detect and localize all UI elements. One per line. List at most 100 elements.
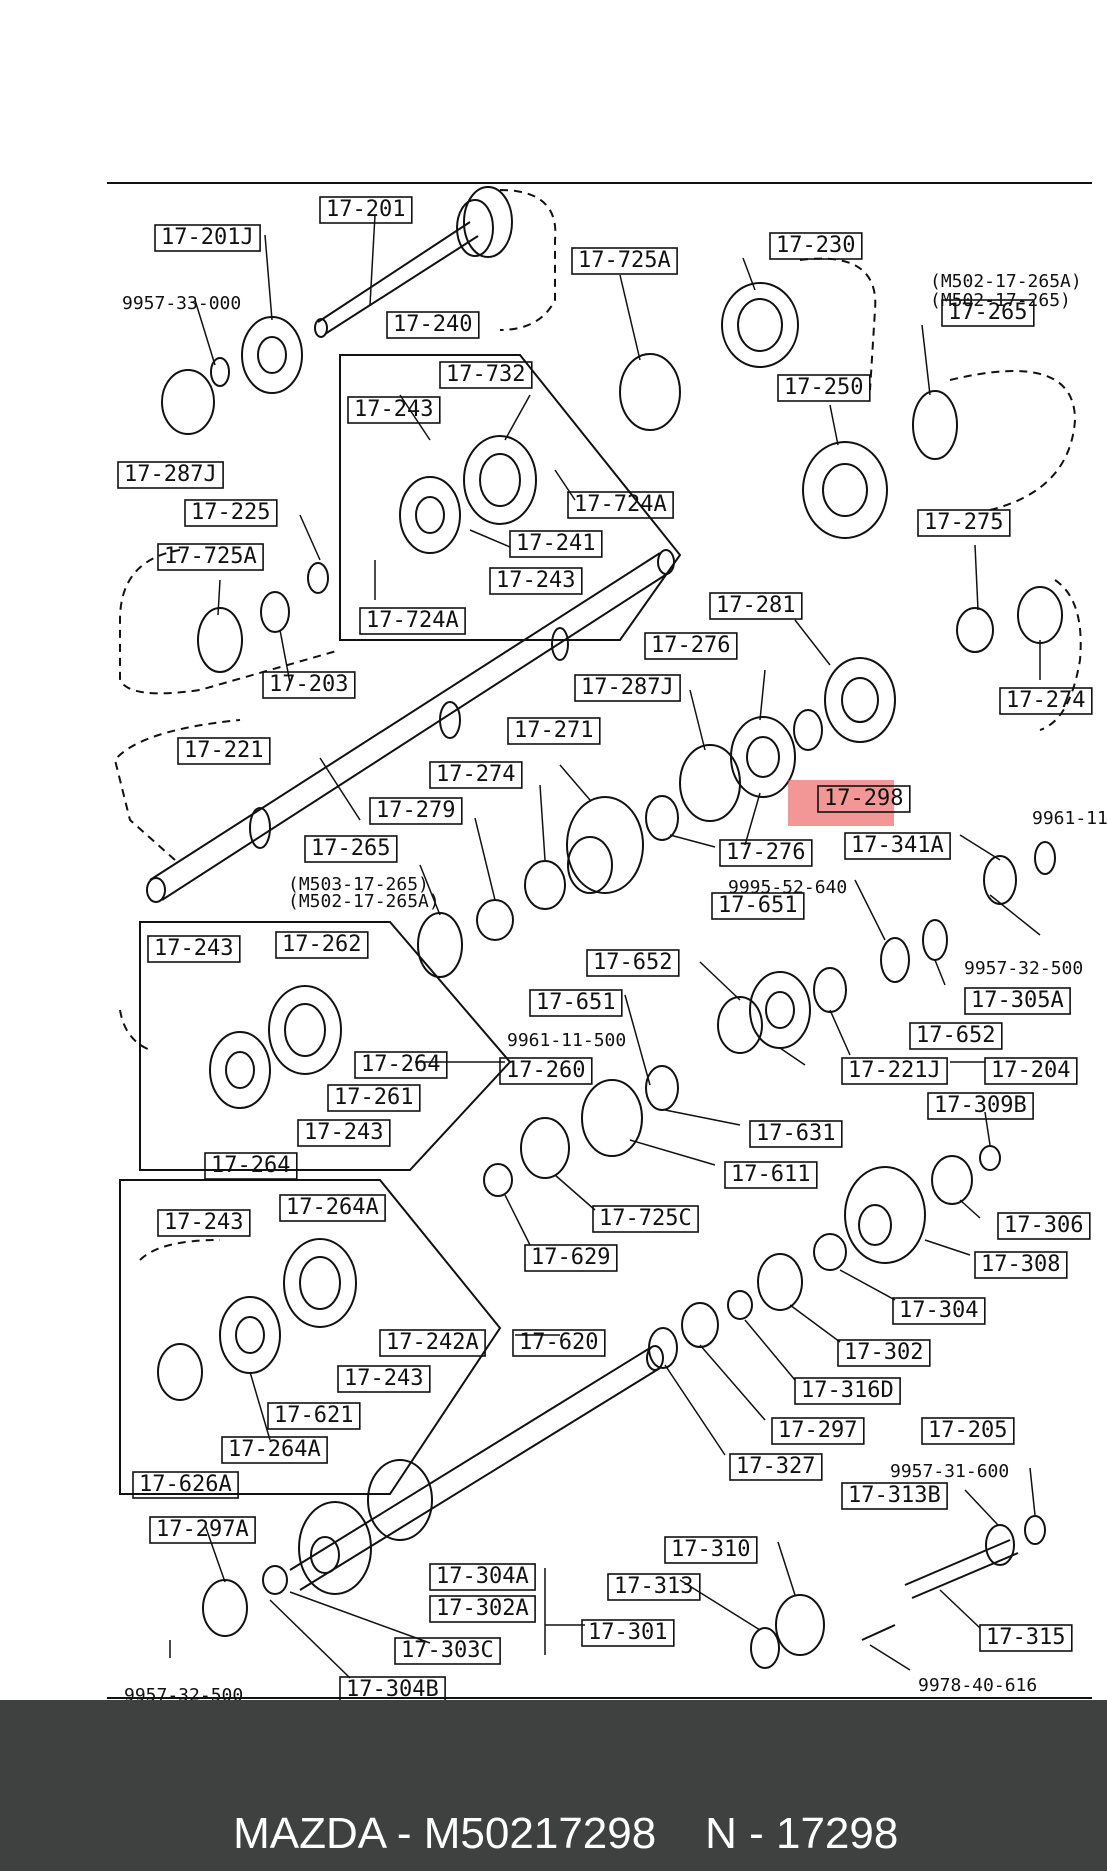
collar-17-304 xyxy=(813,1233,847,1271)
part-label-text: 17-310 xyxy=(671,1537,750,1562)
part-label-box xyxy=(157,543,264,571)
part-label-box xyxy=(941,299,1035,327)
part-label-box xyxy=(729,1453,823,1481)
part-label-17-243: 17-243 xyxy=(347,396,441,424)
part-label-17-221: 17-221 xyxy=(177,737,271,765)
part-label-text: 17-271 xyxy=(514,718,593,743)
part-label-17-626a: 17-626A xyxy=(132,1471,239,1499)
part-label-text: 17-261 xyxy=(334,1085,413,1110)
part-label-17-243: 17-243 xyxy=(157,1209,251,1237)
part-label-box xyxy=(117,461,224,489)
part-label-text: 9961-11-500 xyxy=(507,1030,626,1051)
part-label-m503-17-265: (M503-17-265) xyxy=(288,874,429,895)
part-label-17-262: 17-262 xyxy=(275,931,369,959)
main-drive-shaft-part xyxy=(314,186,513,338)
part-label-box xyxy=(327,1084,421,1112)
part-label-text: 17-303C xyxy=(401,1638,494,1663)
bearing-17-274b xyxy=(524,860,566,910)
part-label-box xyxy=(157,1209,251,1237)
part-label-17-274: 17-274 xyxy=(999,687,1093,715)
exploded-parts-diagram: 17-201J17-2019957-33-00017-24017-725A17-… xyxy=(107,182,1107,1700)
part-label-m502-17-265a: (M502-17-265A) xyxy=(288,891,440,912)
part-label-text: 17-621 xyxy=(274,1403,353,1428)
part-label-box xyxy=(354,1051,448,1079)
part-label-box xyxy=(794,1377,901,1405)
part-label-17-265: 17-265 xyxy=(304,835,398,863)
part-label-text: 17-264A xyxy=(286,1195,379,1220)
part-label-box xyxy=(771,1417,865,1445)
ring-17-725A-left xyxy=(197,607,243,673)
part-label-text: 17-302A xyxy=(436,1596,529,1621)
gear-17-304A xyxy=(367,1459,433,1541)
part-label-box xyxy=(132,1471,239,1499)
collar-17-275 xyxy=(956,607,994,653)
part-label-17-301: 17-301 xyxy=(581,1619,675,1647)
part-label-box xyxy=(304,835,398,863)
part-label-text: 17-203 xyxy=(269,672,348,697)
part-label-box xyxy=(909,1022,1003,1050)
part-label-17-275: 17-275 xyxy=(917,509,1011,537)
part-label-text: 9957-33-000 xyxy=(122,293,241,314)
part-label-box xyxy=(184,499,278,527)
part-label-text: 17-262 xyxy=(282,932,361,957)
part-label-9957-32-500: 9957-32-500 xyxy=(964,958,1083,979)
part-label-9957-31-600: 9957-31-600 xyxy=(890,1461,1009,1482)
part-label-box xyxy=(297,1119,391,1147)
part-label-box xyxy=(319,196,413,224)
part-label-text: 17-279 xyxy=(376,798,455,823)
part-label-17-302a: 17-302A xyxy=(429,1595,536,1623)
part-label-text: 17-274 xyxy=(1006,688,1085,713)
part-label-text: 9957-32-500 xyxy=(964,958,1083,979)
part-label-text: (M502-17-265A) xyxy=(288,891,440,912)
gear-17-611 xyxy=(581,1079,643,1157)
part-label-text: 17-221J xyxy=(848,1058,941,1083)
part-label-17-732: 17-732 xyxy=(439,361,533,389)
part-label-17-205: 17-205 xyxy=(921,1417,1015,1445)
part-label-text: 9961-11-500) xyxy=(1032,808,1107,829)
part-label-box xyxy=(439,361,533,389)
gear-17-302 xyxy=(757,1253,803,1311)
part-label-17-221j: 17-221J xyxy=(841,1057,948,1085)
part-label-17-264: 17-264 xyxy=(354,1051,448,1079)
part-label-17-243: 17-243 xyxy=(147,935,241,963)
part-label-17-652: 17-652 xyxy=(586,949,680,977)
part-label-text: 17-304A xyxy=(436,1564,529,1589)
bearing-17-297A xyxy=(202,1579,248,1637)
part-label-box xyxy=(262,671,356,699)
part-label-17-261: 17-261 xyxy=(327,1084,421,1112)
dashed-outline-main-drive xyxy=(499,189,557,331)
part-label-box xyxy=(429,1595,536,1623)
part-label-text: 17-241 xyxy=(516,531,595,556)
part-label-17-297a: 17-297A xyxy=(149,1516,256,1544)
part-label-box xyxy=(817,785,911,813)
part-label-box xyxy=(917,509,1011,537)
part-label-box xyxy=(974,1251,1068,1279)
part-label-17-276: 17-276 xyxy=(644,632,738,660)
part-label-box xyxy=(339,1676,446,1700)
part-label-17-264: 17-264 xyxy=(204,1152,298,1180)
part-label-17-243: 17-243 xyxy=(489,567,583,595)
sleeve-17-241 xyxy=(399,476,461,554)
leader-lines xyxy=(169,214,1041,1679)
gear-17-250 xyxy=(802,441,888,539)
part-label-box xyxy=(841,1482,948,1510)
part-label-box xyxy=(719,839,813,867)
part-label-17-287j: 17-287J xyxy=(574,674,681,702)
part-label-box xyxy=(429,1563,536,1591)
part-label-17-651: 17-651 xyxy=(529,989,623,1017)
ring-17-631 xyxy=(645,1065,679,1111)
bolt-9978-40-616 xyxy=(861,1624,896,1641)
synchro-group-outline-3 xyxy=(119,1179,502,1495)
bearing-17-274 xyxy=(1017,586,1063,644)
part-label-box xyxy=(999,687,1093,715)
part-label-text: 17-304B xyxy=(346,1677,439,1700)
part-label-17-264a: 17-264A xyxy=(221,1436,328,1464)
part-label-box xyxy=(337,1365,431,1393)
part-label-text: 17-725A xyxy=(164,544,257,569)
part-label-text: 17-243 xyxy=(304,1120,383,1145)
part-label-box xyxy=(267,1402,361,1430)
part-label-text: 17-276 xyxy=(726,840,805,865)
part-label-text: 17-243 xyxy=(496,568,575,593)
part-label-17-279: 17-279 xyxy=(369,797,463,825)
part-label-text: 17-724A xyxy=(574,492,667,517)
